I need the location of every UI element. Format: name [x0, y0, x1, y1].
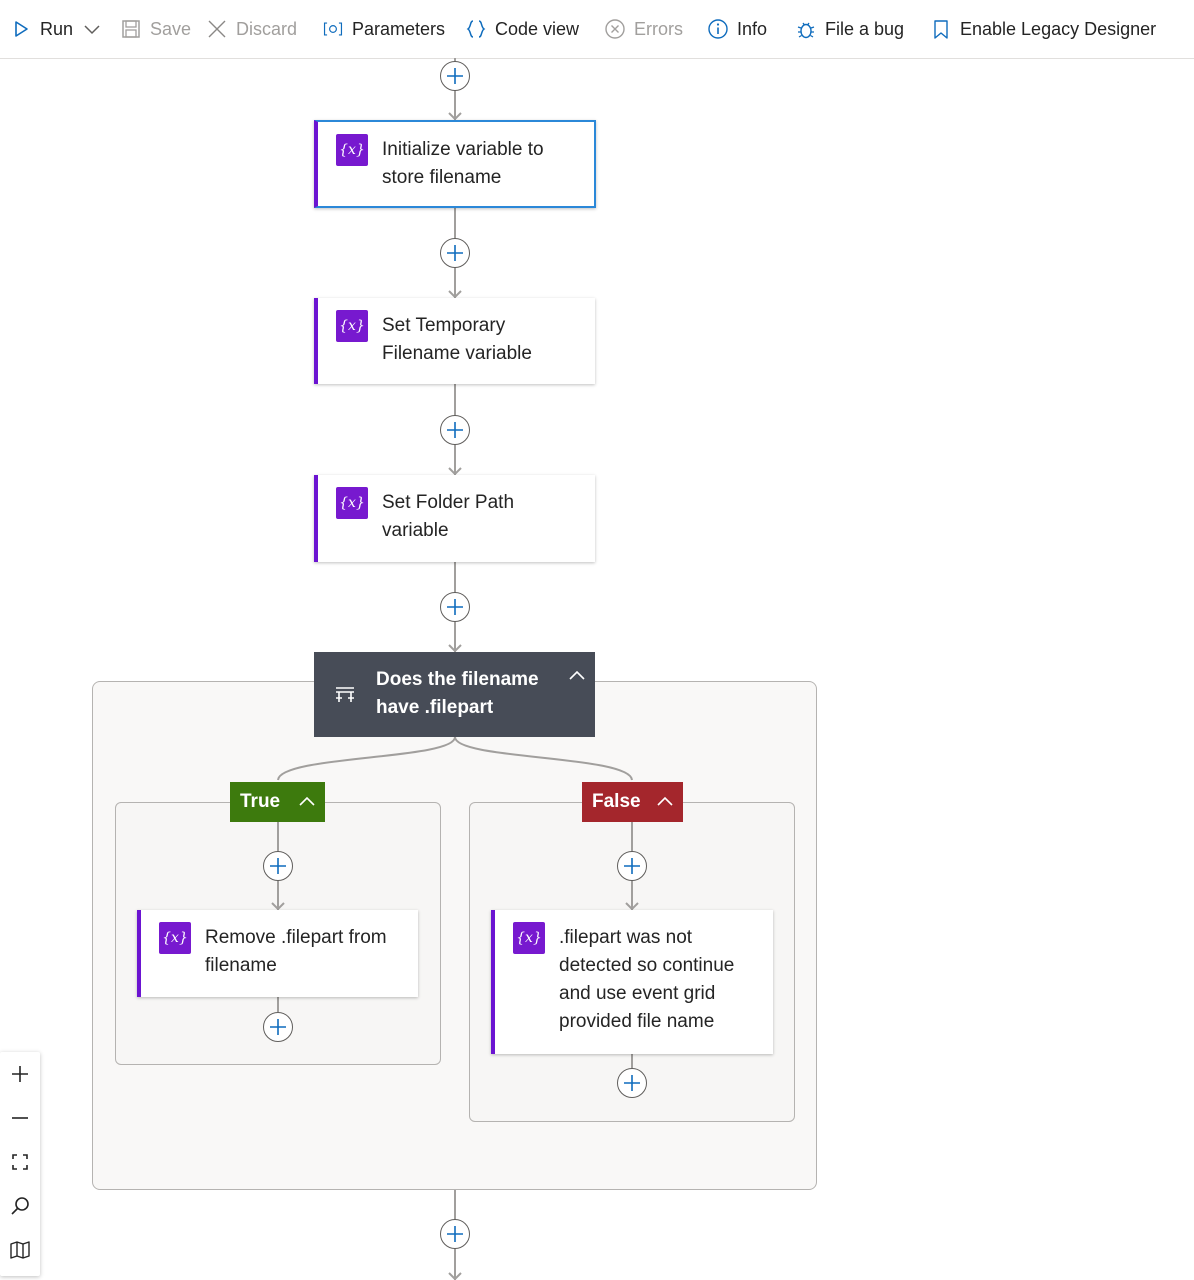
variable-icon: {x} — [336, 134, 368, 166]
zoom-out-button[interactable] — [0, 1096, 40, 1140]
insert-step-button[interactable] — [617, 851, 647, 881]
action-title: Remove .filepart from filename — [205, 927, 387, 976]
insert-step-button[interactable] — [263, 851, 293, 881]
info-button[interactable]: Info — [707, 0, 767, 58]
insert-step-button[interactable] — [440, 415, 470, 445]
bug-icon — [795, 18, 817, 40]
action-title: Set Folder Path variable — [382, 492, 515, 541]
plus-icon — [624, 1075, 640, 1091]
insert-step-button[interactable] — [263, 1012, 293, 1042]
action-card-set-temporary-filename[interactable]: {x} Set Temporary Filename variable — [314, 298, 595, 384]
action-card-remove-filepart[interactable]: {x} Remove .filepart from filename — [137, 910, 418, 997]
play-icon — [10, 18, 32, 40]
error-circle-icon — [604, 18, 626, 40]
canvas-controls — [0, 1052, 40, 1276]
chevron-up-icon[interactable] — [567, 666, 587, 686]
run-label: Run — [40, 18, 74, 39]
action-title: Set Temporary Filename variable — [382, 315, 532, 364]
parameters-label: Parameters — [352, 18, 446, 39]
plus-icon — [447, 1226, 463, 1242]
code-braces-icon — [465, 18, 487, 40]
code-view-label: Code view — [495, 18, 580, 39]
bookmark-icon — [930, 18, 952, 40]
file-bug-label: File a bug — [825, 18, 905, 39]
close-icon — [206, 18, 228, 40]
fit-view-icon — [12, 1154, 28, 1170]
save-button[interactable]: Save — [120, 0, 191, 58]
insert-step-button[interactable] — [617, 1068, 647, 1098]
insert-step-button[interactable] — [440, 1219, 470, 1249]
action-card-set-folder-path[interactable]: {x} Set Folder Path variable — [314, 475, 595, 562]
info-icon — [707, 18, 729, 40]
insert-step-button[interactable] — [440, 61, 470, 91]
errors-button[interactable]: Errors — [604, 0, 683, 58]
variable-icon: {x} — [336, 487, 368, 519]
plus-icon — [270, 1019, 286, 1035]
discard-label: Discard — [236, 18, 298, 39]
search-button[interactable] — [0, 1184, 40, 1228]
fit-view-button[interactable] — [0, 1140, 40, 1184]
enable-legacy-designer-button[interactable]: Enable Legacy Designer — [930, 0, 1156, 58]
condition-icon — [336, 687, 354, 702]
action-card-initialize-variable[interactable]: {x} Initialize variable to store filenam… — [314, 120, 596, 208]
plus-icon — [447, 599, 463, 615]
info-label: Info — [737, 18, 768, 39]
code-view-button[interactable]: Code view — [465, 0, 579, 58]
variable-icon: {x} — [159, 922, 191, 954]
file-bug-button[interactable]: File a bug — [795, 0, 904, 58]
save-label: Save — [150, 18, 192, 39]
designer-toolbar: Run Save Discard Parameters Code view Er… — [0, 0, 1194, 59]
plus-icon — [447, 68, 463, 84]
save-icon — [120, 18, 142, 40]
enable-legacy-label: Enable Legacy Designer — [960, 18, 1157, 39]
run-button[interactable]: Run — [10, 0, 103, 58]
chevron-down-icon[interactable] — [81, 18, 103, 40]
zoom-in-button[interactable] — [0, 1052, 40, 1096]
insert-step-button[interactable] — [440, 592, 470, 622]
discard-button[interactable]: Discard — [206, 0, 297, 58]
true-branch-badge[interactable]: True — [230, 782, 325, 822]
action-title: Initialize variable to store filename — [382, 139, 544, 188]
map-icon — [10, 1241, 30, 1259]
chevron-up-icon[interactable] — [297, 792, 317, 812]
plus-icon — [447, 422, 463, 438]
plus-icon — [624, 858, 640, 874]
condition-title: Does the filename have .filepart — [376, 669, 539, 718]
plus-icon — [447, 245, 463, 261]
plus-icon — [12, 1066, 28, 1082]
action-title: .filepart was not detected so continue a… — [559, 927, 735, 1032]
errors-label: Errors — [634, 18, 683, 39]
condition-card[interactable]: Does the filename have .filepart — [314, 652, 595, 737]
minus-icon — [12, 1117, 28, 1119]
minimap-button[interactable] — [0, 1228, 40, 1272]
false-label: False — [592, 791, 641, 812]
chevron-up-icon[interactable] — [655, 792, 675, 812]
insert-step-button[interactable] — [440, 238, 470, 268]
false-branch-badge[interactable]: False — [582, 782, 683, 822]
parameters-button[interactable]: Parameters — [322, 0, 445, 58]
variable-icon: {x} — [336, 310, 368, 342]
search-icon — [11, 1197, 29, 1215]
plus-icon — [270, 858, 286, 874]
variable-icon: {x} — [513, 922, 545, 954]
parameters-icon — [322, 18, 344, 40]
action-card-filepart-not-detected[interactable]: {x} .filepart was not detected so contin… — [491, 910, 773, 1054]
true-label: True — [240, 791, 281, 812]
